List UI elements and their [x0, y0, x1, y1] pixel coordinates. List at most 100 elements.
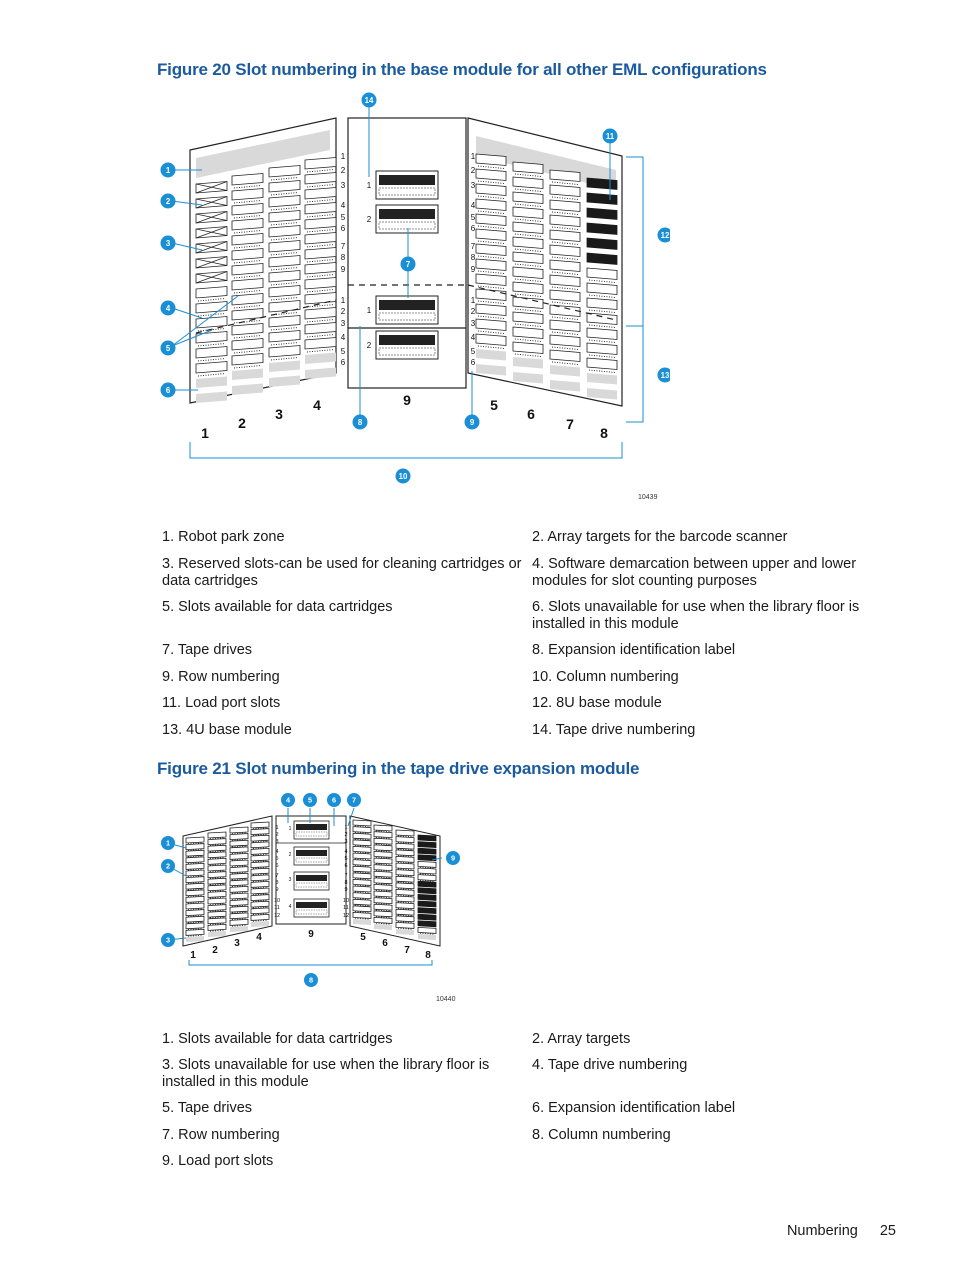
- legend-item: 4. Tape drive numbering: [532, 1057, 688, 1073]
- unavailable-slot: [186, 936, 204, 942]
- data-slot: [231, 218, 264, 231]
- data-slot: [352, 852, 372, 860]
- load-port-slot: [417, 847, 437, 855]
- slot-divider: [306, 259, 335, 263]
- reserved-mark: [195, 196, 228, 209]
- leader-line: [171, 295, 239, 347]
- demarcation-line: [195, 299, 337, 334]
- slot-divider: [551, 241, 579, 245]
- data-slot: [395, 836, 415, 844]
- data-slot: [207, 857, 227, 865]
- data-slot: [549, 199, 581, 212]
- slot-number: 12: [343, 913, 349, 919]
- data-slot: [512, 191, 544, 204]
- data-slot: [231, 308, 264, 321]
- data-slot: [304, 232, 337, 245]
- callout-13: 13: [657, 367, 670, 383]
- tape-drive-number: 1: [289, 826, 292, 832]
- callout-number: 8: [358, 418, 363, 427]
- data-slot: [475, 198, 507, 211]
- slot-number: 4: [344, 849, 347, 855]
- data-slot: [207, 831, 227, 839]
- slot-divider: [270, 207, 299, 211]
- callout-4: 4: [160, 300, 176, 316]
- data-slot: [185, 915, 205, 923]
- data-slot: [185, 856, 205, 864]
- reserved-mark: [195, 256, 228, 269]
- data-slot: [512, 206, 544, 219]
- data-slot: [304, 187, 337, 200]
- callout-circle: [657, 227, 670, 243]
- data-slot: [395, 842, 415, 850]
- data-slot: [352, 819, 372, 827]
- data-slot: [185, 869, 205, 877]
- data-slot: [586, 327, 618, 340]
- slot-divider: [477, 255, 505, 259]
- slot-number: 11: [274, 905, 280, 911]
- callout-circle: [361, 92, 377, 108]
- data-slot: [229, 859, 249, 867]
- slot-divider: [514, 233, 542, 237]
- data-slot: [250, 834, 270, 842]
- slot-divider: [551, 196, 579, 200]
- legend-item: 3. Reserved slots-can be used for cleani…: [162, 556, 522, 589]
- data-slot: [395, 869, 415, 877]
- slot-divider: [551, 316, 579, 320]
- data-slot: [512, 221, 544, 234]
- callout-circle: [160, 340, 176, 356]
- data-slot: [229, 833, 249, 841]
- callout-circle: [446, 851, 460, 865]
- tape-drive-slot: [296, 875, 327, 881]
- tape-drive: [293, 820, 330, 840]
- callout-6: 6: [327, 793, 341, 807]
- data-slot: [512, 236, 544, 249]
- callout-8: 8: [352, 414, 368, 430]
- unavailable-slot: [232, 368, 263, 380]
- callout-circle: [161, 859, 175, 873]
- callout-circle: [160, 300, 176, 316]
- data-slot: [586, 357, 618, 370]
- column-number: 7: [566, 416, 574, 432]
- data-slot: [304, 307, 337, 320]
- data-slot: [373, 857, 393, 865]
- slot-divider: [477, 180, 505, 184]
- unavailable-slot: [196, 391, 227, 403]
- data-slot: [207, 917, 227, 925]
- callout-circle: [303, 793, 317, 807]
- callout-circle: [304, 973, 318, 987]
- data-slot: [185, 928, 205, 936]
- data-slot: [304, 217, 337, 230]
- callout-circle: [160, 235, 176, 251]
- bracket-8u: [626, 156, 644, 327]
- data-slot: [268, 195, 301, 208]
- slot-number: 1: [471, 152, 476, 161]
- data-slot: [229, 918, 249, 926]
- legend-item: 1. Slots available for data cartridges: [162, 1031, 393, 1047]
- data-slot: [586, 297, 618, 310]
- slot-divider: [270, 312, 299, 316]
- slot-divider: [233, 245, 262, 249]
- callout-circle: [352, 414, 368, 430]
- slot-divider: [477, 240, 505, 244]
- data-slot: [352, 839, 372, 847]
- slot-number: 4: [471, 201, 476, 210]
- callout-1: 1: [161, 836, 175, 850]
- slot-number: 3: [471, 181, 476, 190]
- data-slot: [395, 849, 415, 857]
- data-slot: [586, 312, 618, 325]
- load-port-slot: [417, 907, 437, 915]
- legend-item: 4. Software demarcation between upper an…: [532, 556, 857, 589]
- unavailable-slot: [232, 383, 263, 395]
- data-slot: [352, 892, 372, 900]
- tape-drive-number: 2: [289, 852, 292, 858]
- reserved-mark: [195, 226, 228, 239]
- data-slot: [195, 331, 228, 344]
- slot-divider: [270, 327, 299, 331]
- data-slot: [229, 912, 249, 920]
- data-slot: [475, 228, 507, 241]
- data-slot: [417, 867, 437, 875]
- callout-number: 3: [166, 239, 171, 248]
- column-number: 3: [234, 938, 240, 949]
- slot-divider: [514, 248, 542, 252]
